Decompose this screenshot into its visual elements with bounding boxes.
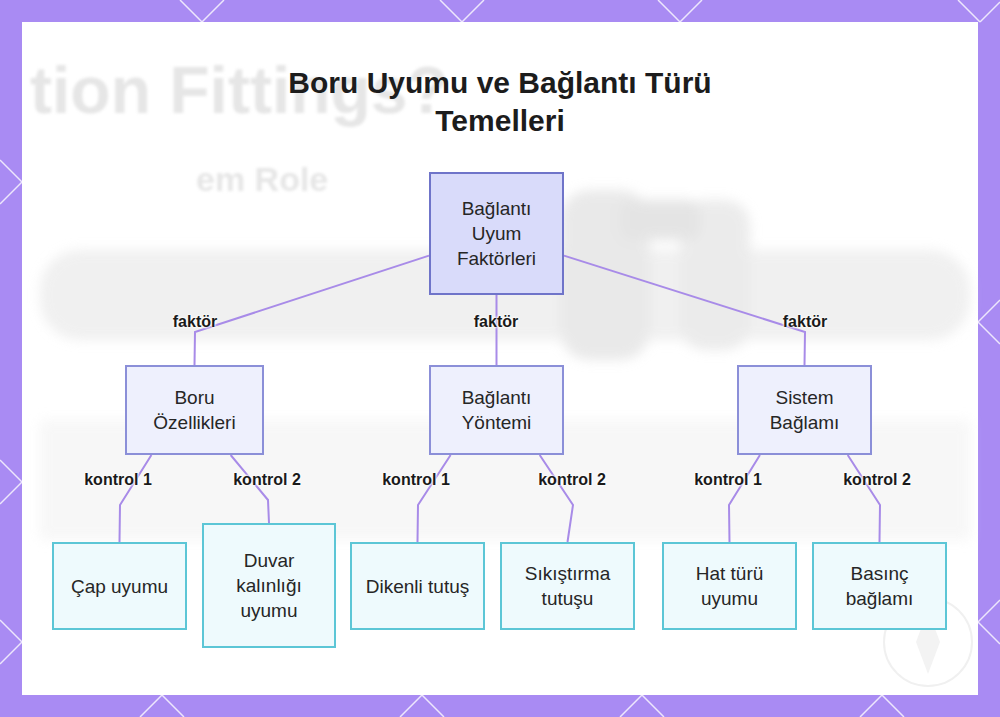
connector-label: faktör	[783, 313, 827, 331]
category-box: Bağlantı Yöntemi	[429, 365, 564, 455]
node-label: Çap uyumu	[65, 574, 174, 599]
background-illustration	[40, 190, 970, 540]
content-panel	[22, 22, 978, 695]
tree-connector	[540, 455, 573, 542]
connector-label: kontrol 1	[84, 471, 152, 489]
connector-label: kontrol 2	[843, 471, 911, 489]
check-box: Dikenli tutuş	[350, 542, 485, 630]
tree-connector	[195, 256, 430, 365]
check-box: Çap uyumu	[52, 542, 187, 630]
connector-label: faktör	[474, 313, 518, 331]
check-box: Basınç bağlamı	[812, 542, 947, 630]
node-label: Basınç bağlamı	[814, 561, 945, 611]
node-label: Bağlantı Yöntemi	[431, 385, 562, 435]
check-box: Hat türü uyumu	[662, 542, 797, 630]
node-label: Bağlantı Uyum Faktörleri	[431, 196, 562, 271]
node-label: Hat türü uyumu	[664, 561, 795, 611]
node-label: Sistem Bağlamı	[739, 385, 870, 435]
connector-label: kontrol 2	[538, 471, 606, 489]
connector-label: faktör	[173, 313, 217, 331]
watermark-text: em Role	[196, 160, 328, 199]
node-label: Dikenli tutuş	[360, 574, 476, 599]
node-label: Duvar kalınlığı uyumu	[204, 548, 334, 623]
connector-label: kontrol 2	[233, 471, 301, 489]
node-label: Boru Özellikleri	[127, 385, 262, 435]
check-box: Duvar kalınlığı uyumu	[202, 523, 336, 648]
tree-connector	[848, 455, 880, 542]
node-label: Sıkıştırma tutuşu	[502, 561, 633, 611]
tree-connector	[231, 455, 269, 523]
connector-label: kontrol 1	[382, 471, 450, 489]
tree-connector	[418, 455, 451, 542]
tree-connector	[729, 455, 760, 542]
connector-label: kontrol 1	[694, 471, 762, 489]
diagram-title: Boru Uyumu ve Bağlantı Türü Temelleri	[270, 64, 730, 140]
tree-connector	[120, 455, 152, 542]
category-box: Boru Özellikleri	[125, 365, 264, 455]
category-box: Sistem Bağlamı	[737, 365, 872, 455]
tree-connector	[564, 256, 805, 365]
root-box: Bağlantı Uyum Faktörleri	[429, 172, 564, 295]
check-box: Sıkıştırma tutuşu	[500, 542, 635, 630]
